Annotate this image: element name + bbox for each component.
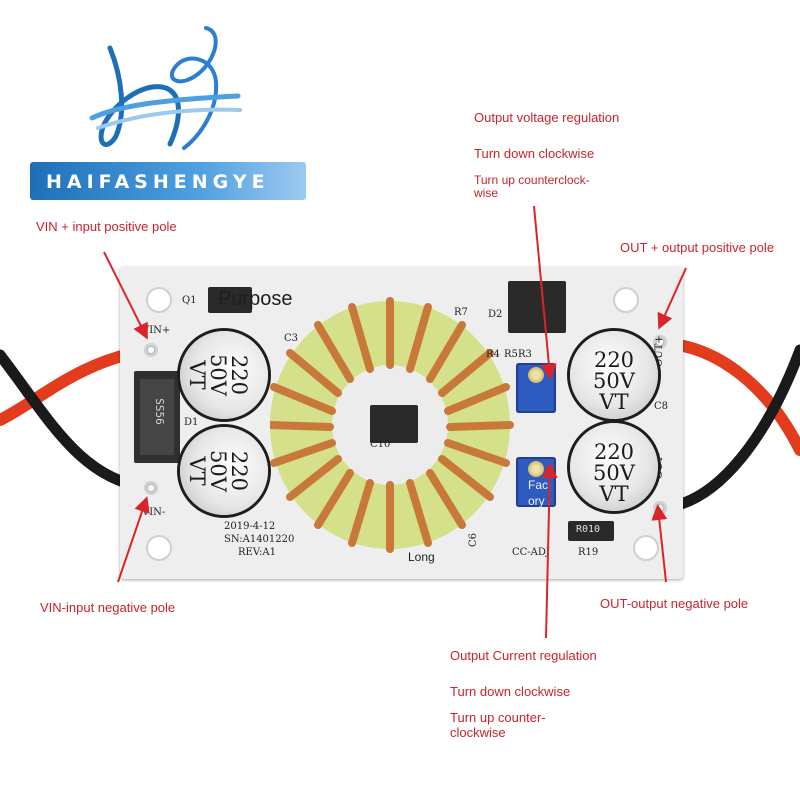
overlay-factory-2: ory xyxy=(528,494,545,508)
logo-brand-text: HAIFASHENGYE xyxy=(46,171,270,193)
label-voltage-title: Output voltage regulation xyxy=(474,110,620,125)
current-pot-screw[interactable] xyxy=(528,461,544,477)
mosfet-q1 xyxy=(208,287,252,313)
mount-hole xyxy=(146,535,172,561)
label-vin-positive: VIN + input positive pole xyxy=(36,219,177,234)
mount-hole xyxy=(633,535,659,561)
label-out-negative: OUT-output negative pole xyxy=(600,596,749,611)
silk-vin-plus: VIN+ xyxy=(142,325,171,336)
shunt-resistor: R010 xyxy=(568,521,614,541)
mount-hole xyxy=(146,287,172,313)
silk-d2: D2 xyxy=(488,309,503,320)
output-capacitor-bottom: 220 50V VT xyxy=(570,423,658,511)
vin-plus-pad xyxy=(144,343,158,357)
label-out-positive: OUT + output positive pole xyxy=(620,240,775,255)
mount-hole xyxy=(613,287,639,313)
silk-c10: C10 xyxy=(370,439,391,450)
silk-r7: R7 xyxy=(454,307,468,318)
label-voltage-down: Turn down clockwise xyxy=(474,146,595,161)
silk-serial: SN:A1401220 xyxy=(224,534,295,545)
silk-r5: R5 xyxy=(504,349,518,360)
silk-revision: REV:A1 xyxy=(238,547,276,558)
diode-ss56: SS56 xyxy=(134,371,180,463)
silk-d1: D1 xyxy=(184,417,199,428)
logo-mark xyxy=(89,26,242,150)
shunt-label: R010 xyxy=(576,524,601,535)
label-vin-negative: VIN-input negative pole xyxy=(40,600,176,615)
logo-banner xyxy=(30,162,306,200)
label-current-up-1: Turn up counter- xyxy=(450,710,546,725)
silk-cc-adj: CC-ADJ xyxy=(512,547,550,558)
silk-q1: Q1 xyxy=(182,295,197,306)
pcb-board: VIN+ VIN- OUT+ OUT- SS56 Q1 C3 D1 220 50… xyxy=(120,267,683,579)
silk-r3: R3 xyxy=(518,349,532,360)
overlay-purpose: Purpose xyxy=(218,288,293,310)
silk-r4: R4 xyxy=(486,349,500,360)
label-current-up-2: clockwise xyxy=(450,725,506,740)
diode-d2 xyxy=(508,281,566,333)
output-capacitor-top: 220 50V VT xyxy=(570,331,658,419)
toroid-inductor xyxy=(270,297,514,553)
silk-vin-minus: VIN- xyxy=(142,507,166,518)
silk-date: 2019-4-12 xyxy=(224,521,276,532)
label-current-down: Turn down clockwise xyxy=(450,684,571,699)
label-voltage-up-1: Turn up counterclock- xyxy=(474,173,590,187)
label-voltage-up-2: wise xyxy=(474,186,499,200)
overlay-factory-1: Fac xyxy=(528,478,549,492)
overlay-long: Long xyxy=(408,550,435,564)
vin-minus-pad xyxy=(144,481,158,495)
silk-c8: C8 xyxy=(654,401,669,412)
silk-c3: C3 xyxy=(284,333,299,344)
out-plus-pad xyxy=(653,335,667,349)
silk-r19: R19 xyxy=(578,547,599,558)
voltage-pot-screw[interactable] xyxy=(528,367,544,383)
label-current-title: Output Current regulation xyxy=(450,648,597,663)
